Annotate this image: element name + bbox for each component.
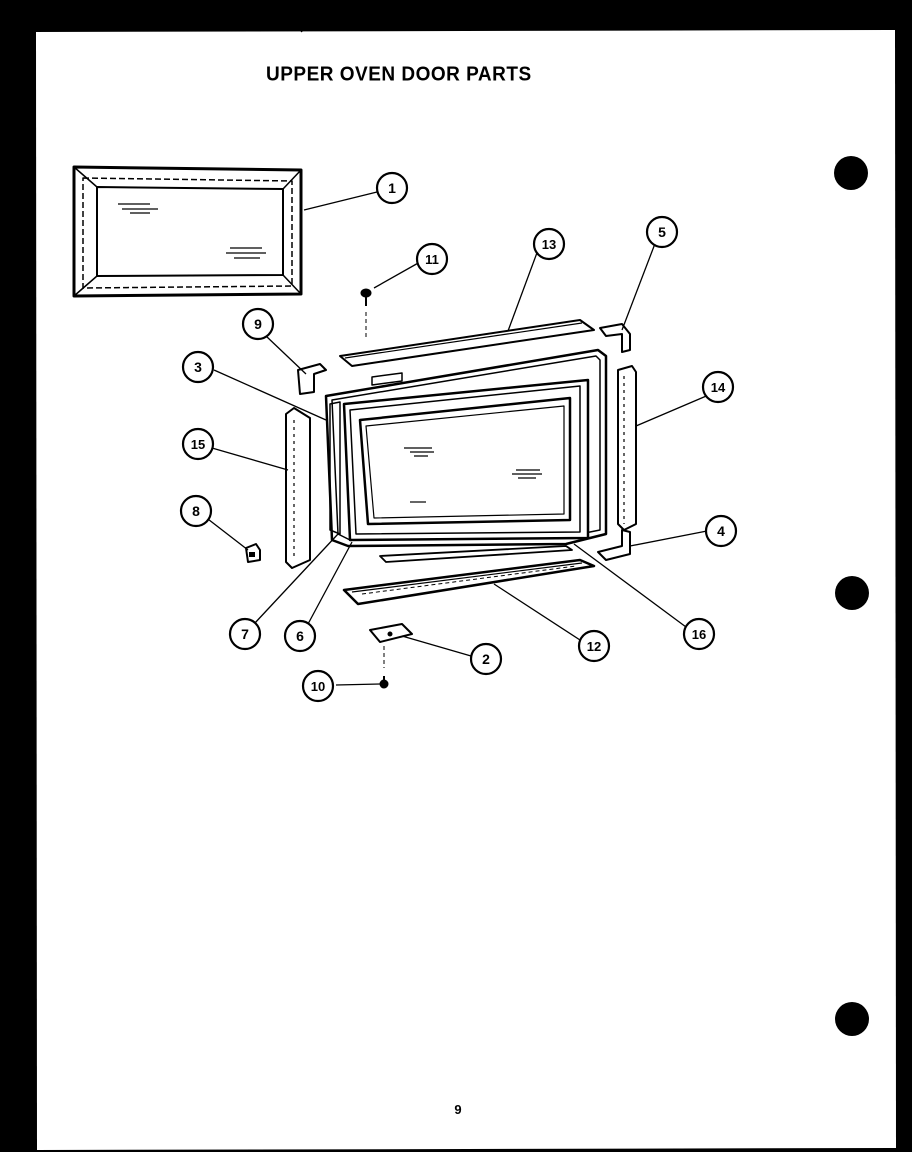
hinge-bracket-drawing [369,623,413,668]
callout-12: 12 [577,629,611,663]
binder-hole-top [834,156,868,190]
glass-panel-drawing [72,165,303,298]
callout-circle [181,427,215,461]
callout-16: 16 [682,617,716,651]
callout-number: 15 [191,437,205,452]
page-title: UPPER OVEN DOOR PARTS [266,63,532,86]
callout-number: 6 [296,628,304,644]
callout-8: 8 [179,494,213,528]
callout-number: 8 [192,503,200,519]
callout-number: 7 [241,626,249,642]
callout-1: 1 [375,171,409,205]
callout-circle [179,494,213,528]
callout-circle [645,215,679,249]
callout-circle [415,242,449,276]
binder-hole-middle [835,576,869,610]
callout-6: 6 [283,619,317,653]
callout-4: 4 [704,514,738,548]
callout-circle [228,617,262,651]
callout-7: 7 [228,617,262,651]
callout-number: 10 [311,679,325,694]
callout-circle [701,370,735,404]
left-side-trim-drawing [285,407,311,569]
screw-drawing [360,288,372,340]
page-number: 9 [454,1102,462,1117]
callout-number: 11 [425,252,439,267]
callout-number: 2 [482,651,490,667]
callout-number: 16 [692,627,706,642]
callout-number: 3 [194,359,202,375]
callout-number: 4 [717,523,725,539]
callout-number: 13 [542,237,556,252]
callout-2: 2 [469,642,503,676]
callout-number: 14 [711,380,726,395]
bottom-trim-drawing [342,545,596,606]
paper [36,30,896,1150]
callout-circle [577,629,611,663]
callout-circle [532,227,566,261]
callout-number: 1 [388,180,396,196]
corner-bracket-lower-right-drawing [597,529,631,561]
binder-hole-bottom [835,1002,869,1036]
top-mark [285,14,303,33]
callout-10: 10 [301,669,335,703]
callout-number: 5 [658,224,666,240]
callout-3: 3 [181,350,215,384]
callout-circle [301,669,335,703]
clip-drawing [245,543,261,563]
callout-circle [704,514,738,548]
callout-circle [375,171,409,205]
callout-11: 11 [415,242,449,276]
corner-bracket-upper-left-drawing [297,363,327,395]
callout-circle [469,642,503,676]
callout-5: 5 [645,215,679,249]
callout-15: 15 [181,427,215,461]
callout-circle [241,307,275,341]
callout-13: 13 [532,227,566,261]
callout-number: 9 [254,316,262,332]
door-frames-drawing [324,348,608,548]
callout-circle [283,619,317,653]
callout-9: 9 [241,307,275,341]
right-side-trim-drawing [617,365,637,531]
leader-lines [203,191,719,686]
callout-number: 12 [587,639,601,654]
callout-circle [181,350,215,384]
callout-circle [682,617,716,651]
callout-14: 14 [701,370,735,404]
